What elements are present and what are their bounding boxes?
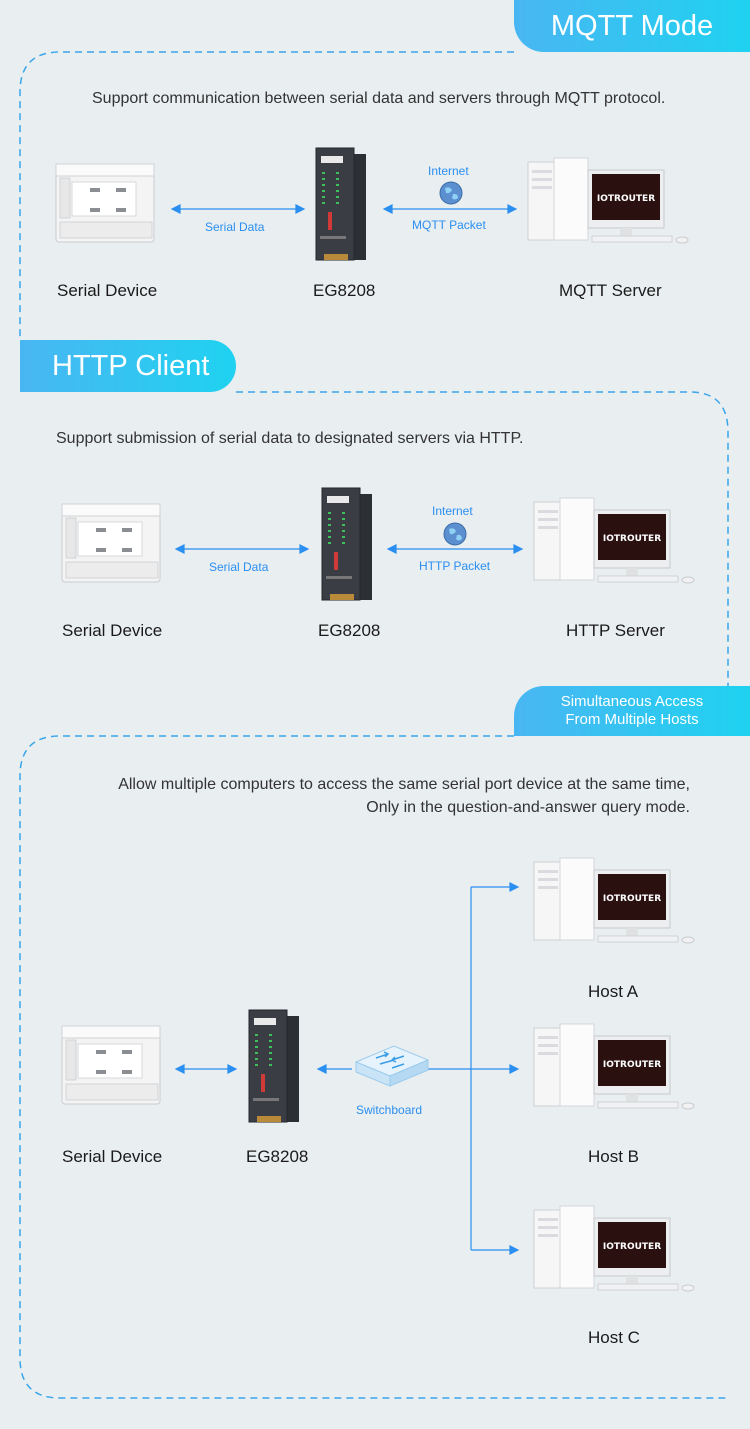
mqtt-description: Support communication between serial dat… [92,90,666,107]
host-b-label: Host B [588,1147,640,1166]
eg8208-gateway-icon [248,1009,299,1123]
internet-globe-icon [443,522,467,546]
internet-globe-icon [439,181,463,205]
http-description: Support submission of serial data to des… [56,430,524,447]
http-client-tab: HTTP Client [20,340,236,392]
http-serial-data-label: Serial Data [209,560,269,574]
mqtt-server-label: MQTT Server [559,281,662,300]
mqtt-gateway-label: EG8208 [313,281,376,300]
multi-host-title-line1: Simultaneous Access [560,693,704,710]
iotrouter-logo: IOTROUTER [597,194,655,204]
iotrouter-logo: IOTROUTER [603,894,661,904]
http-serial-device-label: Serial Device [62,621,163,640]
multi-description-line2: Only in the question-and-answer query mo… [366,799,690,816]
mqtt-serial-data-label: Serial Data [205,220,265,234]
mqtt-serial-device-label: Serial Device [57,281,158,300]
iotrouter-logo: IOTROUTER [603,1060,661,1070]
serial-device-icon [61,1025,161,1105]
server-computer-icon: IOTROUTER [527,157,689,244]
http-client-title: HTTP Client [52,349,210,382]
iotrouter-logo: IOTROUTER [603,534,661,544]
serial-device-icon [55,163,155,243]
eg8208-gateway-icon [315,147,366,261]
serial-device-icon [61,503,161,583]
http-internet-label: Internet [432,504,473,518]
http-server-label: HTTP Server [566,621,665,640]
mqtt-internet-label: Internet [428,164,469,178]
host-c-computer-icon: IOTROUTER [533,1205,695,1292]
host-b-computer-icon: IOTROUTER [533,1023,695,1110]
multi-serial-device-label: Serial Device [62,1147,163,1166]
multi-description: Allow multiple computers to access the s… [80,773,690,819]
eg8208-gateway-icon [321,487,372,601]
http-packet-label: HTTP Packet [419,559,491,573]
multi-gateway-label: EG8208 [246,1147,309,1166]
multi-description-line1: Allow multiple computers to access the s… [118,776,690,793]
host-c-label: Host C [588,1328,640,1347]
server-computer-icon: IOTROUTER [533,497,695,584]
multi-host-tab: Simultaneous Access From Multiple Hosts [514,686,750,736]
iotrouter-logo: IOTROUTER [603,1242,661,1252]
multi-host-title-line2: From Multiple Hosts [565,711,699,728]
switchboard-label: Switchboard [356,1103,423,1117]
mqtt-packet-label: MQTT Packet [412,218,486,232]
host-a-computer-icon: IOTROUTER [533,857,695,944]
mqtt-mode-title: MQTT Mode [550,9,714,42]
mqtt-mode-tab: MQTT Mode [514,0,750,52]
host-a-label: Host A [588,982,639,1001]
http-gateway-label: EG8208 [318,621,381,640]
switchboard-icon [354,1045,430,1087]
